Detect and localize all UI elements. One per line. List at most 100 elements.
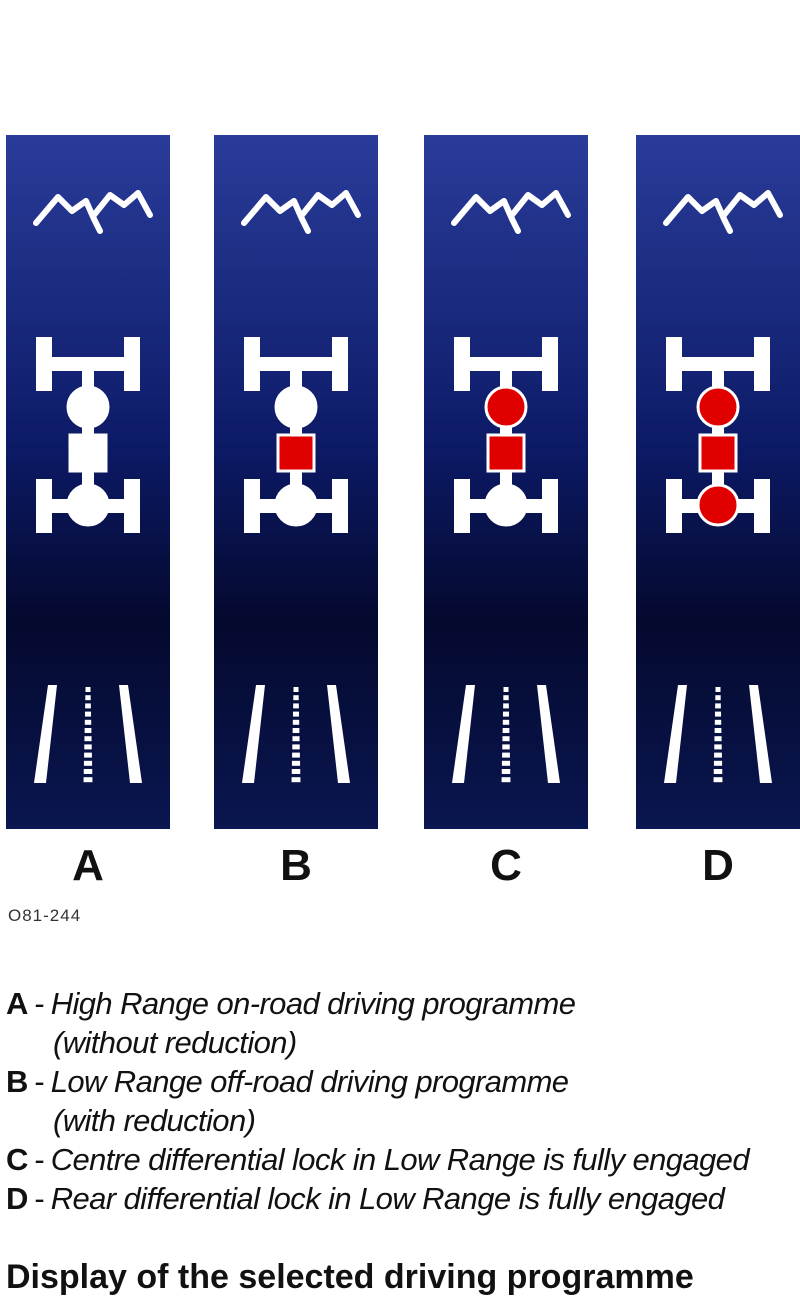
front-axle bbox=[50, 357, 126, 371]
road-centre-dash bbox=[501, 760, 511, 766]
road-centre-dash bbox=[503, 687, 509, 692]
road-right-edge bbox=[119, 685, 142, 783]
road-left-edge bbox=[664, 685, 687, 783]
legend-text: Rear differential lock in Low Range is f… bbox=[50, 1181, 725, 1216]
front-left-wheel bbox=[454, 337, 470, 391]
front-axle bbox=[258, 357, 334, 371]
centre-differential bbox=[66, 385, 110, 429]
front-right-wheel bbox=[332, 337, 348, 391]
front-right-wheel bbox=[124, 337, 140, 391]
rear-right-wheel bbox=[542, 479, 558, 533]
rear-differential bbox=[696, 483, 740, 527]
road-right-edge bbox=[537, 685, 560, 783]
road-centre-dash bbox=[503, 695, 509, 701]
front-right-wheel bbox=[754, 337, 770, 391]
legend-text: High Range on-road driving programme bbox=[50, 986, 576, 1021]
road-centre-dash bbox=[502, 728, 510, 733]
drivetrain-icon bbox=[454, 337, 558, 533]
panel-d bbox=[636, 135, 800, 829]
front-axle bbox=[680, 357, 756, 371]
road-centre-dash bbox=[293, 687, 299, 692]
road-centre-dash bbox=[84, 719, 92, 725]
front-left-wheel bbox=[244, 337, 260, 391]
centre-differential bbox=[274, 385, 318, 429]
road-right-edge bbox=[749, 685, 772, 783]
drivetrain-icon bbox=[36, 337, 140, 533]
panel-letter-c: C bbox=[490, 841, 522, 890]
road-icon bbox=[34, 685, 142, 783]
legend-item-b: B - Low Range off-road driving programme bbox=[6, 1062, 798, 1101]
road-centre-dash bbox=[714, 736, 722, 742]
road-centre-dash bbox=[84, 711, 92, 717]
drivetrain-icon bbox=[666, 337, 770, 533]
road-centre-dash bbox=[501, 769, 511, 774]
road-centre-dash bbox=[502, 744, 510, 750]
road-centre-dash bbox=[83, 760, 93, 766]
road-icon bbox=[242, 685, 350, 783]
road-centre-dash bbox=[292, 719, 300, 725]
legend-separator: - bbox=[34, 1142, 45, 1177]
mountain-icon bbox=[33, 190, 153, 234]
mountain-icon bbox=[451, 190, 571, 234]
legend-key: A bbox=[6, 986, 29, 1021]
road-centre-dash bbox=[84, 736, 92, 742]
rear-right-wheel bbox=[124, 479, 140, 533]
road-centre-dash bbox=[714, 744, 722, 750]
road-centre-dash bbox=[714, 752, 722, 758]
legend-text: Centre differential lock in Low Range is… bbox=[50, 1142, 750, 1177]
panel-letter-d: D bbox=[702, 841, 734, 890]
panel-letter-b: B bbox=[280, 841, 312, 890]
panel-a bbox=[6, 135, 170, 829]
road-centre-dash bbox=[713, 760, 723, 766]
rear-left-wheel bbox=[36, 479, 52, 533]
figure-id: O81-244 bbox=[8, 906, 82, 925]
road-left-edge bbox=[34, 685, 57, 783]
road-centre-dash bbox=[85, 703, 91, 709]
transfer-case bbox=[698, 433, 738, 473]
rear-left-wheel bbox=[454, 479, 470, 533]
centre-differential bbox=[484, 385, 528, 429]
road-centre-dash bbox=[292, 711, 300, 717]
legend-separator: - bbox=[34, 986, 45, 1021]
road-centre-dash bbox=[502, 736, 510, 742]
road-right-edge bbox=[327, 685, 350, 783]
road-centre-dash bbox=[84, 744, 92, 750]
transfer-case bbox=[68, 433, 108, 473]
rear-right-wheel bbox=[332, 479, 348, 533]
road-centre-dash bbox=[83, 777, 93, 783]
road-centre-dash bbox=[85, 695, 91, 701]
legend-item-c: C - Centre differential lock in Low Rang… bbox=[6, 1140, 798, 1179]
road-centre-dash bbox=[293, 703, 299, 709]
road-centre-dash bbox=[714, 719, 722, 725]
road-centre-dash bbox=[83, 769, 93, 774]
front-right-wheel bbox=[542, 337, 558, 391]
road-centre-dash bbox=[715, 703, 721, 709]
legend-item-a: A - High Range on-road driving programme bbox=[6, 984, 798, 1023]
legend-item-d: D - Rear differential lock in Low Range … bbox=[6, 1179, 798, 1218]
transfer-case bbox=[486, 433, 526, 473]
panel-letter-a: A bbox=[72, 841, 104, 890]
road-centre-dash bbox=[292, 728, 300, 733]
road-centre-dash bbox=[291, 760, 301, 766]
road-centre-dash bbox=[501, 777, 511, 783]
road-centre-dash bbox=[713, 769, 723, 774]
front-left-wheel bbox=[36, 337, 52, 391]
legend-separator: - bbox=[34, 1181, 45, 1216]
road-centre-dash bbox=[293, 695, 299, 701]
centre-differential bbox=[696, 385, 740, 429]
mountain-icon bbox=[241, 190, 361, 234]
legend-text: Low Range off-road driving programme bbox=[50, 1064, 569, 1099]
front-axle bbox=[468, 357, 544, 371]
legend: A - High Range on-road driving programme… bbox=[6, 984, 798, 1218]
road-centre-dash bbox=[292, 744, 300, 750]
road-centre-dash bbox=[714, 728, 722, 733]
road-icon bbox=[452, 685, 560, 783]
legend-key: D bbox=[6, 1181, 29, 1216]
road-centre-dash bbox=[503, 703, 509, 709]
rear-left-wheel bbox=[666, 479, 682, 533]
rear-left-wheel bbox=[244, 479, 260, 533]
road-centre-dash bbox=[714, 711, 722, 717]
road-centre-dash bbox=[502, 752, 510, 758]
legend-key: C bbox=[6, 1142, 29, 1177]
road-centre-dash bbox=[292, 752, 300, 758]
